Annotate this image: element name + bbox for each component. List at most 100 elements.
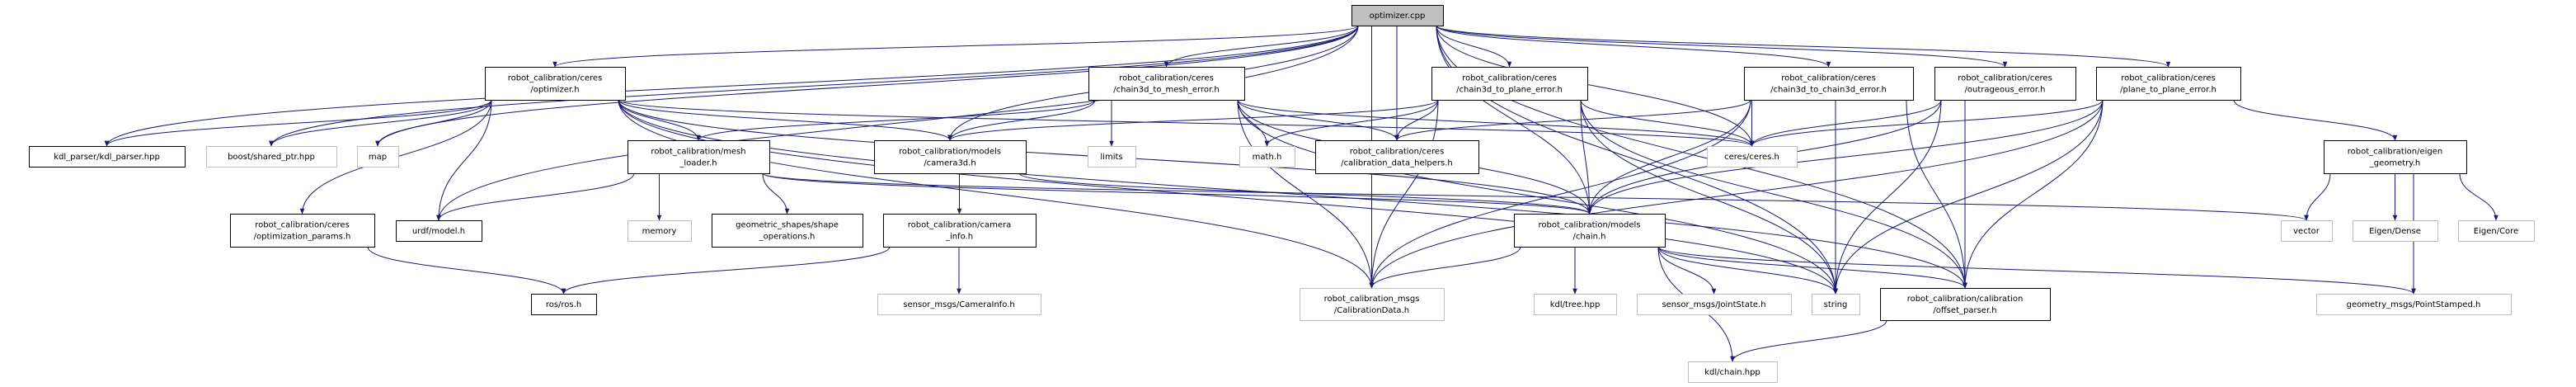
node-label: ros/ros.h <box>546 300 581 309</box>
node-eigen-dense: Eigen/Dense <box>2353 220 2438 242</box>
node-label: map <box>369 153 387 162</box>
node-ros[interactable]: ros/ros.h <box>531 294 597 315</box>
node-math: math.h <box>1239 146 1295 168</box>
node-geom-shapes[interactable]: geometric_shapes/shape _operations.h <box>712 214 863 248</box>
node-label: kdl/tree.hpp <box>1550 300 1601 309</box>
node-label: geometry_msgs/PointStamped.h <box>2347 300 2481 309</box>
edge-root-to-kdl_parser <box>104 25 1359 147</box>
node-label: kdl/chain.hpp <box>1704 368 1760 377</box>
node-eigen-geom[interactable]: robot_calibration/eigen_geometry.h <box>2324 140 2467 174</box>
node-root[interactable]: optimizer.cpp <box>1351 5 1444 26</box>
node-map: map <box>357 146 399 168</box>
node-eigen-core: Eigen/Core <box>2458 220 2535 242</box>
node-box <box>2096 67 2241 101</box>
node-label: string <box>1824 300 1848 309</box>
node-ceres: ceres/ceres.h <box>1707 146 1798 168</box>
node-cam-info-msg: sensor_msgs/CameraInfo.h <box>877 294 1041 315</box>
node-box <box>1088 67 1245 101</box>
node-box <box>1707 146 1798 168</box>
edge-chain_h-to-offset_parser <box>1657 246 1967 289</box>
node-c3d-plane[interactable]: robot_calibration/ceres/chain3d_to_plane… <box>1431 67 1588 101</box>
node-box <box>1239 146 1295 168</box>
edge-c3d_c3d-to-calib_data <box>1369 99 1751 289</box>
node-c3d-c3d[interactable]: robot_calibration/ceres/chain3d_to_chain… <box>1744 67 1914 101</box>
node-label: _loader.h <box>679 159 717 168</box>
node-label: robot_calibration_msgs <box>1324 295 1420 304</box>
node-offset-parser[interactable]: robot_calibration/calibration/offset_par… <box>1880 288 2051 321</box>
node-box <box>712 214 863 248</box>
edge-c3d_mesh-to-camera3d <box>947 99 1096 141</box>
node-camera3d[interactable]: robot_calibration/models/camera3d.h <box>874 140 1027 174</box>
edge-c3d_plane-to-string <box>1580 99 1838 295</box>
node-label: limits <box>1100 153 1122 162</box>
edge-root-to-boost <box>269 25 1359 147</box>
node-box <box>531 294 597 315</box>
node-label: robot_calibration/ceres <box>1350 148 1445 157</box>
node-camera-info[interactable]: robot_calibration/camera_info.h <box>883 214 1037 248</box>
edge-outrageous-to-string <box>1833 99 1942 295</box>
node-box <box>1744 67 1914 101</box>
node-label: _operations.h <box>759 233 816 242</box>
node-label: /chain3d_to_mesh_error.h <box>1113 86 1219 95</box>
node-label: /calibration_data_helpers.h <box>1341 159 1452 168</box>
edge-opt_params-to-ros <box>367 246 566 295</box>
node-box <box>1315 140 1479 174</box>
node-box <box>2316 294 2512 315</box>
node-label: robot_calibration/calibration <box>1907 295 2024 304</box>
node-box <box>2324 140 2467 174</box>
edge-c3d_plane-to-ceres <box>1580 99 1755 147</box>
node-string: string <box>1812 294 1860 315</box>
node-mesh-loader[interactable]: robot_calibration/mesh _loader.h <box>628 140 770 174</box>
node-label: robot_calibration/ceres <box>2121 74 2216 83</box>
node-label: robot_calibration/models <box>899 148 1001 157</box>
node-label: /chain.h <box>1573 233 1606 242</box>
node-label: geometric_shapes/shape <box>736 221 839 230</box>
edge-c3d_c3d-to-chain_h <box>1586 99 1751 215</box>
node-box <box>628 140 770 174</box>
edge-optimizer_h-to-mesh_loader <box>618 99 701 141</box>
edge-mesh_loader-to-chain_h <box>762 172 1592 215</box>
edge-p2p-to-chain_h <box>1586 99 2104 215</box>
edge-p2p-to-offset_parser <box>1963 99 2104 289</box>
node-kdl-parser[interactable]: kdl_parser/kdl_parser.hpp <box>29 146 186 168</box>
node-label: urdf/model.h <box>412 227 465 236</box>
node-urdf[interactable]: urdf/model.h <box>396 220 482 242</box>
node-box <box>1300 288 1445 321</box>
node-label: robot_calibration/ceres <box>508 74 603 83</box>
node-box <box>2458 220 2535 242</box>
edge-optimizer_h-to-boost <box>269 99 492 147</box>
node-c3d-mesh[interactable]: robot_calibration/ceres/chain3d_to_mesh_… <box>1088 67 1245 101</box>
node-opt-params[interactable]: robot_calibration/ceres/optimization_par… <box>230 214 375 248</box>
node-box <box>1637 294 1792 315</box>
edge-c3d_mesh-to-math <box>1237 99 1270 147</box>
edge-c3d_c3d-to-cdh <box>1394 99 1751 141</box>
edge-mesh_loader-to-urdf <box>436 172 635 221</box>
node-label: vector <box>2293 227 2320 236</box>
edge-root-to-optimizer_h <box>552 25 1359 68</box>
node-label: /plane_to_plane_error.h <box>2120 86 2216 95</box>
node-optimizer-h[interactable]: robot_calibration/ceres/optimizer.h <box>485 67 626 101</box>
node-label: robot_calibration/ceres <box>1119 74 1214 83</box>
edge-optimizer_h-to-ceres <box>618 99 1754 147</box>
node-kdl-chain: kdl/chain.hpp <box>1688 361 1778 383</box>
edge-optimizer_h-to-string <box>618 99 1838 295</box>
node-label: /chain3d_to_plane_error.h <box>1456 86 1563 95</box>
edge-p2p-to-string <box>1833 99 2104 295</box>
node-cdh[interactable]: robot_calibration/ceres/calibration_data… <box>1315 140 1479 174</box>
edge-chain_h-to-string <box>1657 246 1838 295</box>
node-chain-h[interactable]: robot_calibration/models/chain.h <box>1514 214 1666 248</box>
node-outrageous[interactable]: robot_calibration/ceres/outrageous_error… <box>1934 67 2076 101</box>
node-label: robot_calibration/eigen <box>2348 148 2442 157</box>
edge-c3d_plane-to-chain_h <box>1580 99 1592 215</box>
node-p2p[interactable]: robot_calibration/ceres/plane_to_plane_e… <box>2096 67 2241 101</box>
node-label: robot_calibration/ceres <box>1462 74 1557 83</box>
edge-camera_info-to-ros <box>561 246 891 295</box>
node-box <box>29 146 186 168</box>
edge-optimizer_h-to-kdl_parser <box>104 99 492 147</box>
node-box <box>230 214 375 248</box>
edge-chain_h-to-joint_state <box>1657 246 1717 295</box>
node-label: robot_calibration/mesh <box>651 148 745 157</box>
node-box <box>1514 214 1666 248</box>
node-label: /chain3d_to_chain3d_error.h <box>1770 86 1887 95</box>
edge-chain_h-to-point_stamped <box>1657 246 2416 295</box>
